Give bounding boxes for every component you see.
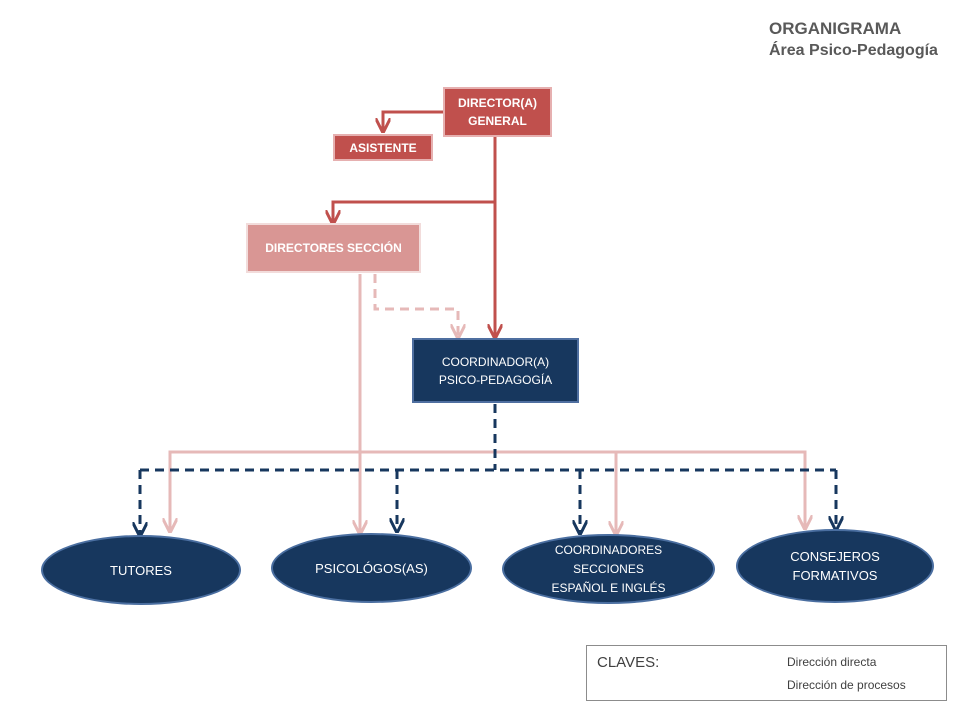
node-coordinadores-secciones: COORDINADORES SECCIONES ESPAÑOL E INGLÉS (502, 534, 715, 604)
node-coordinador-psicopedagogia: COORDINADOR(A) PSICO-PEDAGOGÍA (412, 338, 579, 403)
title-area: Área Psico-Pedagogía (769, 42, 938, 59)
node-consejeros-formativos: CONSEJEROS FORMATIVOS (736, 529, 934, 603)
arrow-director-asistente (383, 110, 443, 130)
node-director-general: DIRECTOR(A) GENERAL (443, 87, 552, 137)
chart-title: ORGANIGRAMA Área Psico-Pedagogía (769, 18, 938, 62)
legend-box: CLAVES: Dirección directa Dirección de p… (586, 645, 947, 701)
line-coordinador-pink-bus (168, 450, 805, 530)
legend-label-direct: Dirección directa (787, 655, 877, 669)
node-psicologos: PSICOLÓGOS(AS) (271, 533, 472, 603)
node-directores-seccion: DIRECTORES SECCIÓN (246, 223, 421, 273)
title-organigrama: ORGANIGRAMA (769, 19, 902, 38)
dashed-arrow-directores-coordinador (373, 274, 458, 336)
node-tutores: TUTORES (41, 535, 241, 605)
legend-title: CLAVES: (597, 654, 660, 671)
legend-label-process: Dirección de procesos (787, 678, 906, 692)
node-asistente: ASISTENTE (333, 134, 433, 161)
arrow-director-directores-seccion (333, 200, 495, 222)
